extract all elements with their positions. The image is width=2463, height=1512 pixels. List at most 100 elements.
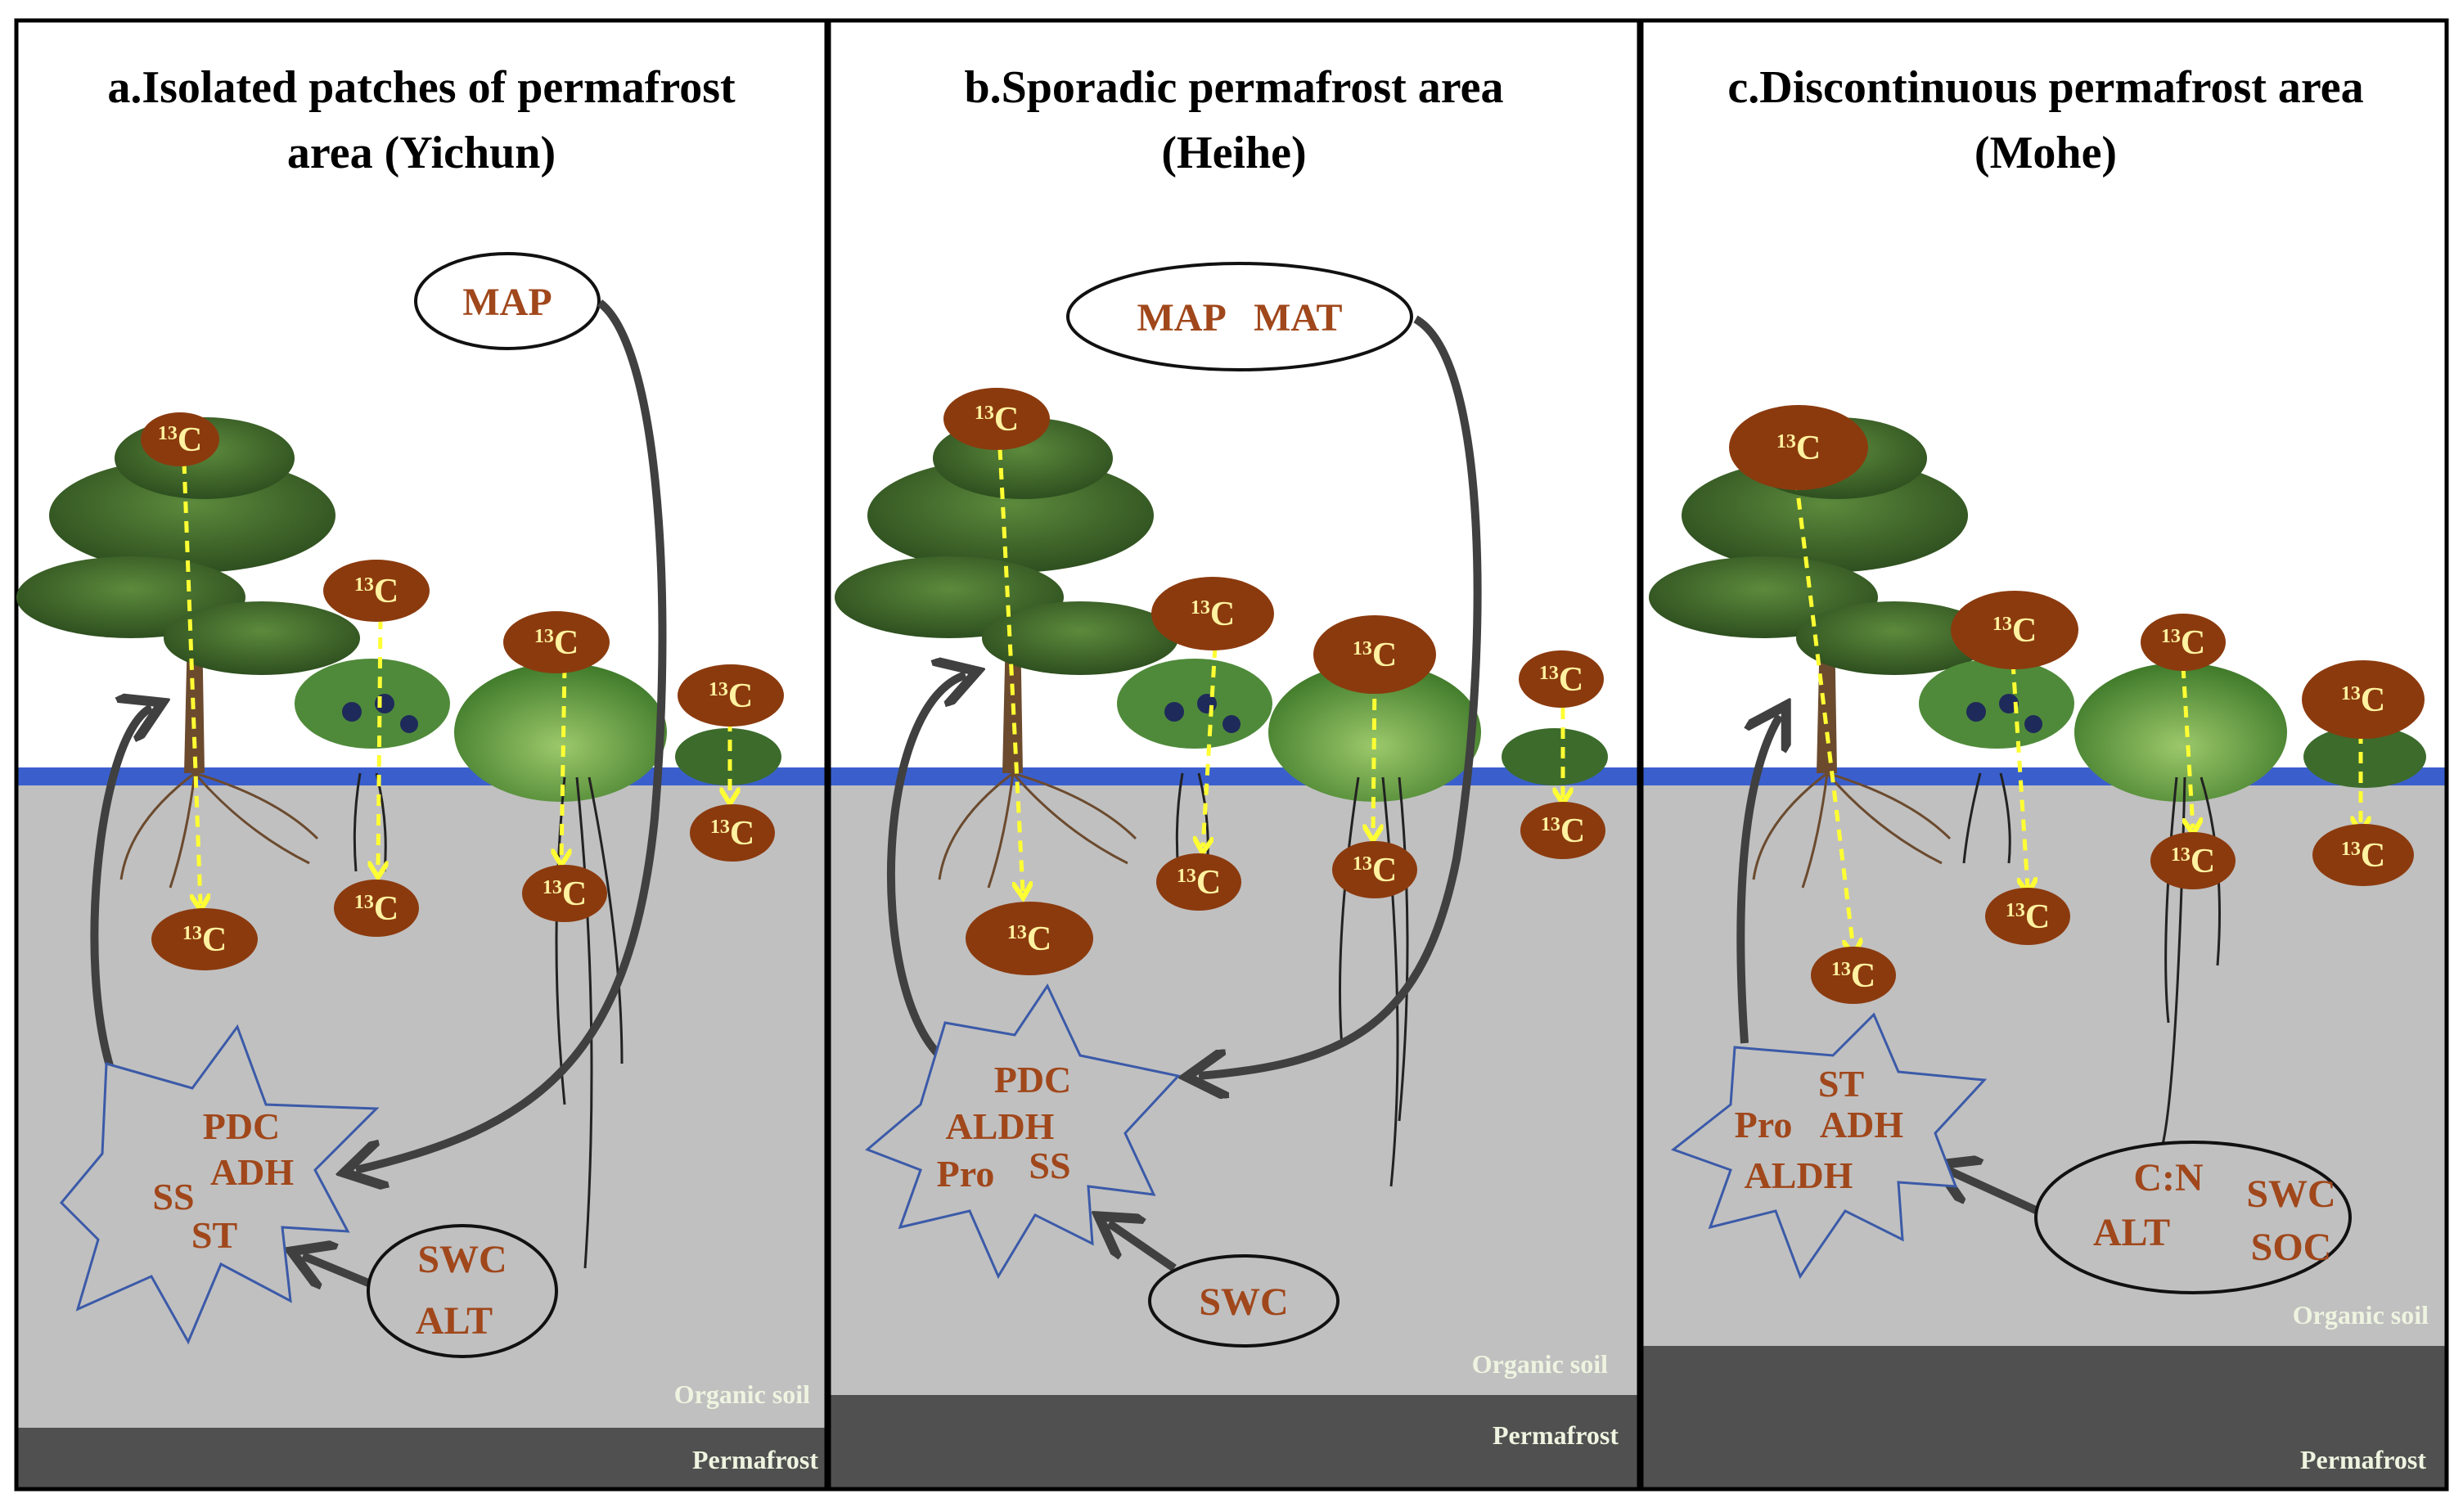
climate-oval-b — [1066, 262, 1413, 371]
enzyme-c-3: ADH — [1820, 1104, 1903, 1145]
enzyme-c-1: ST — [1818, 1063, 1864, 1105]
organic-soil-label-c: Organic soil — [2293, 1300, 2429, 1330]
permafrost-c — [1641, 1346, 2447, 1489]
panel-border-b — [826, 18, 1641, 1492]
svg-text:13C: 13C — [1177, 864, 1221, 902]
panel-border-c — [1639, 18, 2449, 1492]
isotope-b-shrub-top: 13C — [1151, 577, 1274, 650]
shrub-c — [1919, 659, 2074, 864]
isotope-flows-a — [182, 461, 730, 904]
soil-c-3: ALT — [2093, 1211, 2170, 1254]
panel-a: a.Isolated patches of permafrost area (Y… — [14, 18, 829, 1492]
svg-text:13C: 13C — [354, 573, 398, 610]
isotope-c-moss-bottom: 13C — [2312, 824, 2414, 886]
enzyme-burst-a — [59, 1024, 380, 1345]
arrow-enzymes-to-tree-b — [886, 675, 966, 1059]
isotope-c-grass-bottom: 13C — [2150, 832, 2236, 889]
title-b-line1: b.Sporadic permafrost area — [965, 62, 1504, 113]
soil-c-2: SWC — [2246, 1172, 2335, 1216]
panel-b: b.Sporadic permafrost area (Heihe) — [826, 18, 1641, 1492]
isotope-c-shrub-bottom: 13C — [1985, 888, 2070, 945]
panel-border-a — [14, 18, 829, 1492]
pine-tree-b — [835, 417, 1178, 889]
svg-text:13C: 13C — [1776, 430, 1821, 467]
svg-text:13C: 13C — [1831, 957, 1875, 995]
isotope-b-grass-bottom: 13C — [1332, 841, 1417, 898]
enzyme-b-4: SS — [1029, 1145, 1070, 1186]
isotope-b-moss-bottom: 13C — [1520, 802, 1605, 859]
arrow-climate-to-enzymes-b — [1199, 315, 1482, 1076]
soil-a-1: SWC — [417, 1238, 507, 1281]
isotope-a-moss-bottom: 13C — [690, 804, 775, 862]
arrow-enzymes-to-tree-c — [1736, 716, 1780, 1044]
svg-text:13C: 13C — [1353, 852, 1397, 889]
isotope-a-shrub-top: 13C — [323, 560, 430, 622]
svg-text:13C: 13C — [543, 875, 587, 913]
soil-oval-b — [1148, 1254, 1340, 1348]
enzyme-a-4: ST — [191, 1214, 237, 1256]
permafrost-label-c: Permafrost — [2300, 1445, 2426, 1474]
enzyme-c-2: Pro — [1735, 1104, 1793, 1145]
svg-text:13C: 13C — [2341, 682, 2385, 719]
shrub-b — [1117, 659, 1272, 872]
svg-text:13C: 13C — [709, 677, 753, 715]
isotope-c-tree-top: 13C — [1729, 405, 1868, 490]
soil-a-2: ALT — [416, 1299, 493, 1343]
isotope-b-shrub-bottom: 13C — [1156, 853, 1241, 911]
enzyme-a-1: PDC — [203, 1105, 281, 1147]
isotope-a-shrub-bottom: 13C — [334, 880, 419, 937]
isotope-a-tree-top: 13C — [141, 412, 219, 466]
soil-c-4: SOC — [2251, 1226, 2332, 1269]
isotope-c-grass-top: 13C — [2141, 614, 2226, 671]
enzyme-b-3: Pro — [937, 1153, 995, 1195]
svg-text:13C: 13C — [1541, 812, 1585, 850]
grass-a — [454, 663, 667, 1269]
isotope-a-moss-top: 13C — [678, 664, 784, 727]
svg-text:13C: 13C — [710, 815, 754, 853]
arrow-soil-to-enzymes-c — [1947, 1170, 2040, 1215]
svg-text:13C: 13C — [2161, 624, 2205, 662]
enzyme-a-2: ADH — [210, 1151, 294, 1193]
moss-b — [1502, 728, 1608, 785]
isotope-b-moss-top: 13C — [1519, 650, 1604, 708]
svg-text:13C: 13C — [1191, 596, 1235, 633]
isotope-b-grass-top: 13C — [1313, 615, 1436, 694]
svg-text:13C: 13C — [182, 921, 227, 959]
permafrost-label-a: Permafrost — [692, 1445, 818, 1474]
arrow-soil-to-enzymes-b — [1109, 1223, 1177, 1272]
isotope-b-tree-bottom: 13C — [966, 902, 1093, 975]
soil-oval-a — [367, 1224, 558, 1358]
isotope-c-shrub-top: 13C — [1951, 591, 2078, 669]
enzyme-burst-b — [865, 983, 1181, 1280]
svg-text:13C: 13C — [2341, 837, 2385, 875]
title-c-line2: (Mohe) — [1974, 128, 2117, 178]
isotope-c-moss-top: 13C — [2302, 660, 2425, 739]
isotope-b-tree-top: 13C — [943, 388, 1050, 450]
permafrost-label-b: Permafrost — [1493, 1420, 1619, 1450]
svg-text:13C: 13C — [2006, 898, 2050, 936]
enzyme-c-4: ALDH — [1745, 1154, 1853, 1196]
title-c-line1: c.Discontinuous permafrost area — [1727, 62, 2363, 113]
svg-text:13C: 13C — [975, 401, 1019, 439]
soil-oval-c — [2034, 1141, 2352, 1294]
title-a-line2: area (Yichun) — [287, 128, 556, 178]
arrow-climate-to-enzymes-a — [356, 299, 667, 1170]
climate-label-b: MAP MAT — [1137, 296, 1342, 340]
arrow-soil-to-enzymes-a — [303, 1256, 374, 1285]
isotope-c-tree-bottom: 13C — [1811, 947, 1896, 1004]
svg-text:13C: 13C — [1353, 637, 1397, 674]
sky-a — [16, 20, 826, 773]
svg-text:13C: 13C — [2171, 843, 2215, 880]
enzyme-b-1: PDC — [994, 1059, 1072, 1100]
svg-text:13C: 13C — [158, 421, 202, 459]
svg-text:13C: 13C — [534, 624, 579, 662]
permafrost-b — [829, 1395, 1639, 1489]
organic-soil-label-a: Organic soil — [674, 1379, 810, 1409]
panel-c: c.Discontinuous permafrost area (Mohe) — [1639, 18, 2449, 1492]
climate-label-a: MAP — [462, 281, 552, 324]
enzyme-burst-c — [1670, 1012, 1988, 1280]
permafrost-a — [16, 1428, 826, 1489]
isotope-a-grass-top: 13C — [503, 611, 610, 673]
